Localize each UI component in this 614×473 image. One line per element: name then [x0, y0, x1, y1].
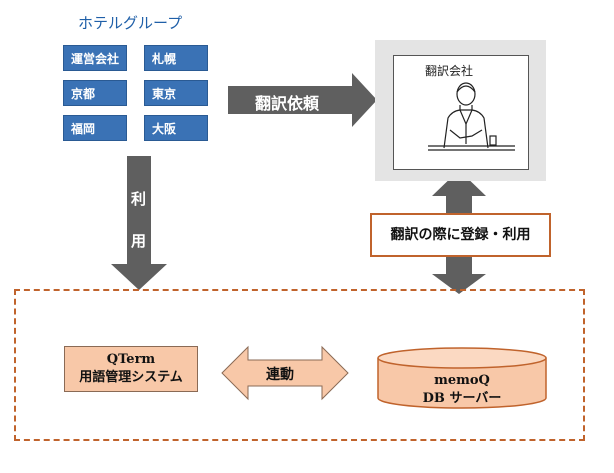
- qterm-box: QTerm 用語管理システム: [64, 346, 198, 392]
- use-down-arrow: [111, 156, 167, 290]
- memoq-db-cylinder: [377, 347, 547, 409]
- qterm-desc: 用語管理システム: [79, 370, 183, 385]
- hotel-group-title: ホテルグループ: [78, 14, 183, 32]
- branch-operating-company: 運営会社: [63, 45, 127, 71]
- qterm-name: QTerm: [106, 352, 156, 367]
- branch-kyoto: 京都: [63, 80, 127, 106]
- branch-osaka: 大阪: [144, 115, 208, 141]
- translation-request-arrow: [228, 73, 377, 127]
- use-label-char1: 利: [131, 190, 147, 208]
- translation-company-label: 翻訳会社: [425, 64, 474, 78]
- translation-request-label: 翻訳依頼: [255, 94, 320, 113]
- memoq-text: memoQ DB サーバー: [378, 372, 546, 408]
- link-label: 連動: [266, 367, 294, 383]
- branch-fukuoka: 福岡: [63, 115, 127, 141]
- system-region-dashed: [14, 289, 585, 441]
- branch-sapporo: 札幌: [144, 45, 208, 71]
- register-use-box: 翻訳の際に登録・利用: [370, 213, 551, 257]
- translator-person-icon: [428, 82, 515, 151]
- use-label-char2: 用: [131, 232, 147, 250]
- branch-tokyo: 東京: [144, 80, 208, 106]
- memoq-name: memoQ: [434, 373, 490, 388]
- memoq-desc: DB サーバー: [422, 391, 502, 406]
- link-double-arrow: [221, 345, 349, 401]
